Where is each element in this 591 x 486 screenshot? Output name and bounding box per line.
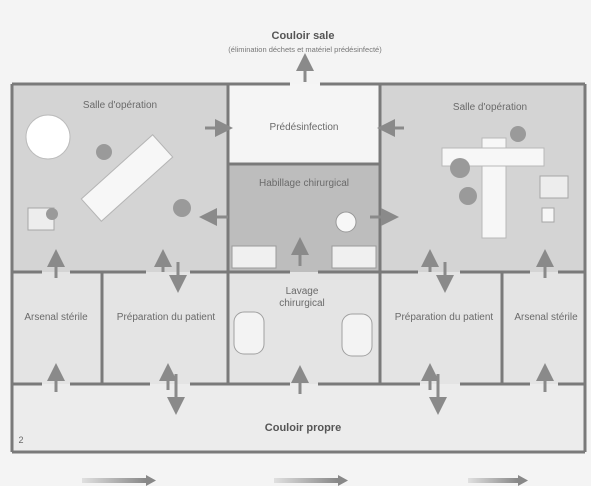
or-left-label: Salle d'opération — [82, 100, 158, 111]
gowning-label: Habillage chirurgical — [258, 178, 350, 189]
scrub-label: Lavage chirurgical — [279, 286, 325, 309]
dirty-corridor-subtitle: (élimination déchets et matériel prédési… — [228, 45, 382, 54]
walls — [10, 82, 587, 454]
bottom-flow-arrows — [82, 475, 528, 486]
prep-left-label: Préparation du patient — [116, 312, 216, 323]
sterile-right-label: Arsenal stérile — [514, 312, 578, 323]
predisinfection-area — [228, 84, 380, 164]
or-left-table — [80, 134, 174, 222]
predisinfection-label: Prédésinfection — [269, 122, 339, 133]
gowning-fixtures — [231, 211, 377, 269]
clean-corridor-title: Couloir propre — [264, 422, 342, 434]
scrub-sinks — [233, 311, 373, 357]
prep-right-label: Préparation du patient — [394, 312, 494, 323]
or-right-table — [441, 137, 545, 239]
figure-number: 2 — [18, 435, 24, 445]
or-right-staff — [450, 126, 569, 223]
sterile-left-label: Arsenal stérile — [24, 312, 88, 323]
or-right-label: Salle d'opération — [452, 102, 528, 113]
or-left-staff — [27, 144, 191, 231]
or-left-lamp — [25, 114, 71, 160]
flow-arrows — [47, 53, 554, 415]
clean-corridor-area — [12, 384, 585, 452]
dirty-corridor-title: Couloir sale — [271, 30, 335, 42]
